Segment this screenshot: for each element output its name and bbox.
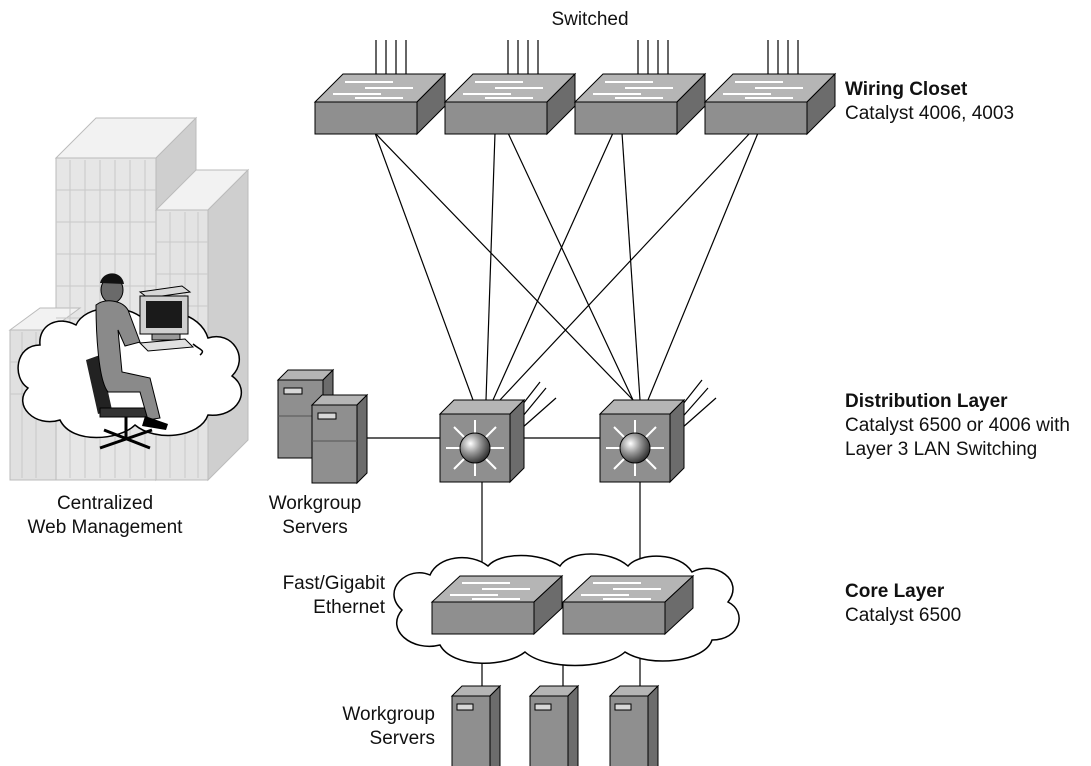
core-layer-label: Core Layer Catalyst 6500 (845, 580, 961, 628)
distribution-layer-line1: Catalyst 6500 or 4006 with (845, 415, 1070, 436)
workgroup-servers-bottom-line2: Servers (369, 728, 435, 749)
layer3-switch (598, 398, 686, 484)
server-icon (310, 393, 369, 485)
server-icon (528, 684, 580, 766)
management-label: Centralized Web Management (5, 492, 205, 540)
distribution-layer-title: Distribution Layer (845, 391, 1008, 412)
link-type-line2: Ethernet (313, 597, 385, 618)
management-line1: Centralized (56, 493, 154, 514)
workgroup-servers-bottom-line1: Workgroup (342, 704, 435, 725)
workgroup-servers-mid-label: Workgroup Servers (250, 492, 380, 540)
access-switch (443, 72, 577, 136)
access-switch (313, 72, 447, 136)
management-line2: Web Management (27, 517, 183, 538)
core-layer-subtitle: Catalyst 6500 (845, 605, 962, 626)
link-type-line1: Fast/Gigabit (282, 573, 385, 594)
workgroup-servers-mid-line2: Servers (282, 517, 348, 538)
link-type-label: Fast/Gigabit Ethernet (250, 572, 385, 620)
server-icon (608, 684, 660, 766)
wiring-closet-title: Wiring Closet (845, 79, 968, 100)
core-switch (561, 574, 695, 636)
server-icon (450, 684, 502, 766)
admin-workstation-illustration (86, 273, 204, 450)
wiring-closet-label: Wiring Closet Catalyst 4006, 4003 (845, 78, 1014, 126)
access-switch (573, 72, 707, 136)
access-switch (703, 72, 837, 136)
core-layer-title: Core Layer (845, 581, 945, 602)
connection-lines (356, 40, 799, 690)
distribution-layer-line2: Layer 3 LAN Switching (845, 439, 1038, 460)
workgroup-servers-mid-line1: Workgroup (268, 493, 362, 514)
wiring-closet-subtitle: Catalyst 4006, 4003 (845, 103, 1015, 124)
layer3-switch (438, 398, 526, 484)
workgroup-servers-bottom-label: Workgroup Servers (300, 703, 435, 751)
core-switch (430, 574, 564, 636)
switched-label: Switched (551, 9, 629, 30)
distribution-layer-label: Distribution Layer Catalyst 6500 or 4006… (845, 390, 1070, 462)
